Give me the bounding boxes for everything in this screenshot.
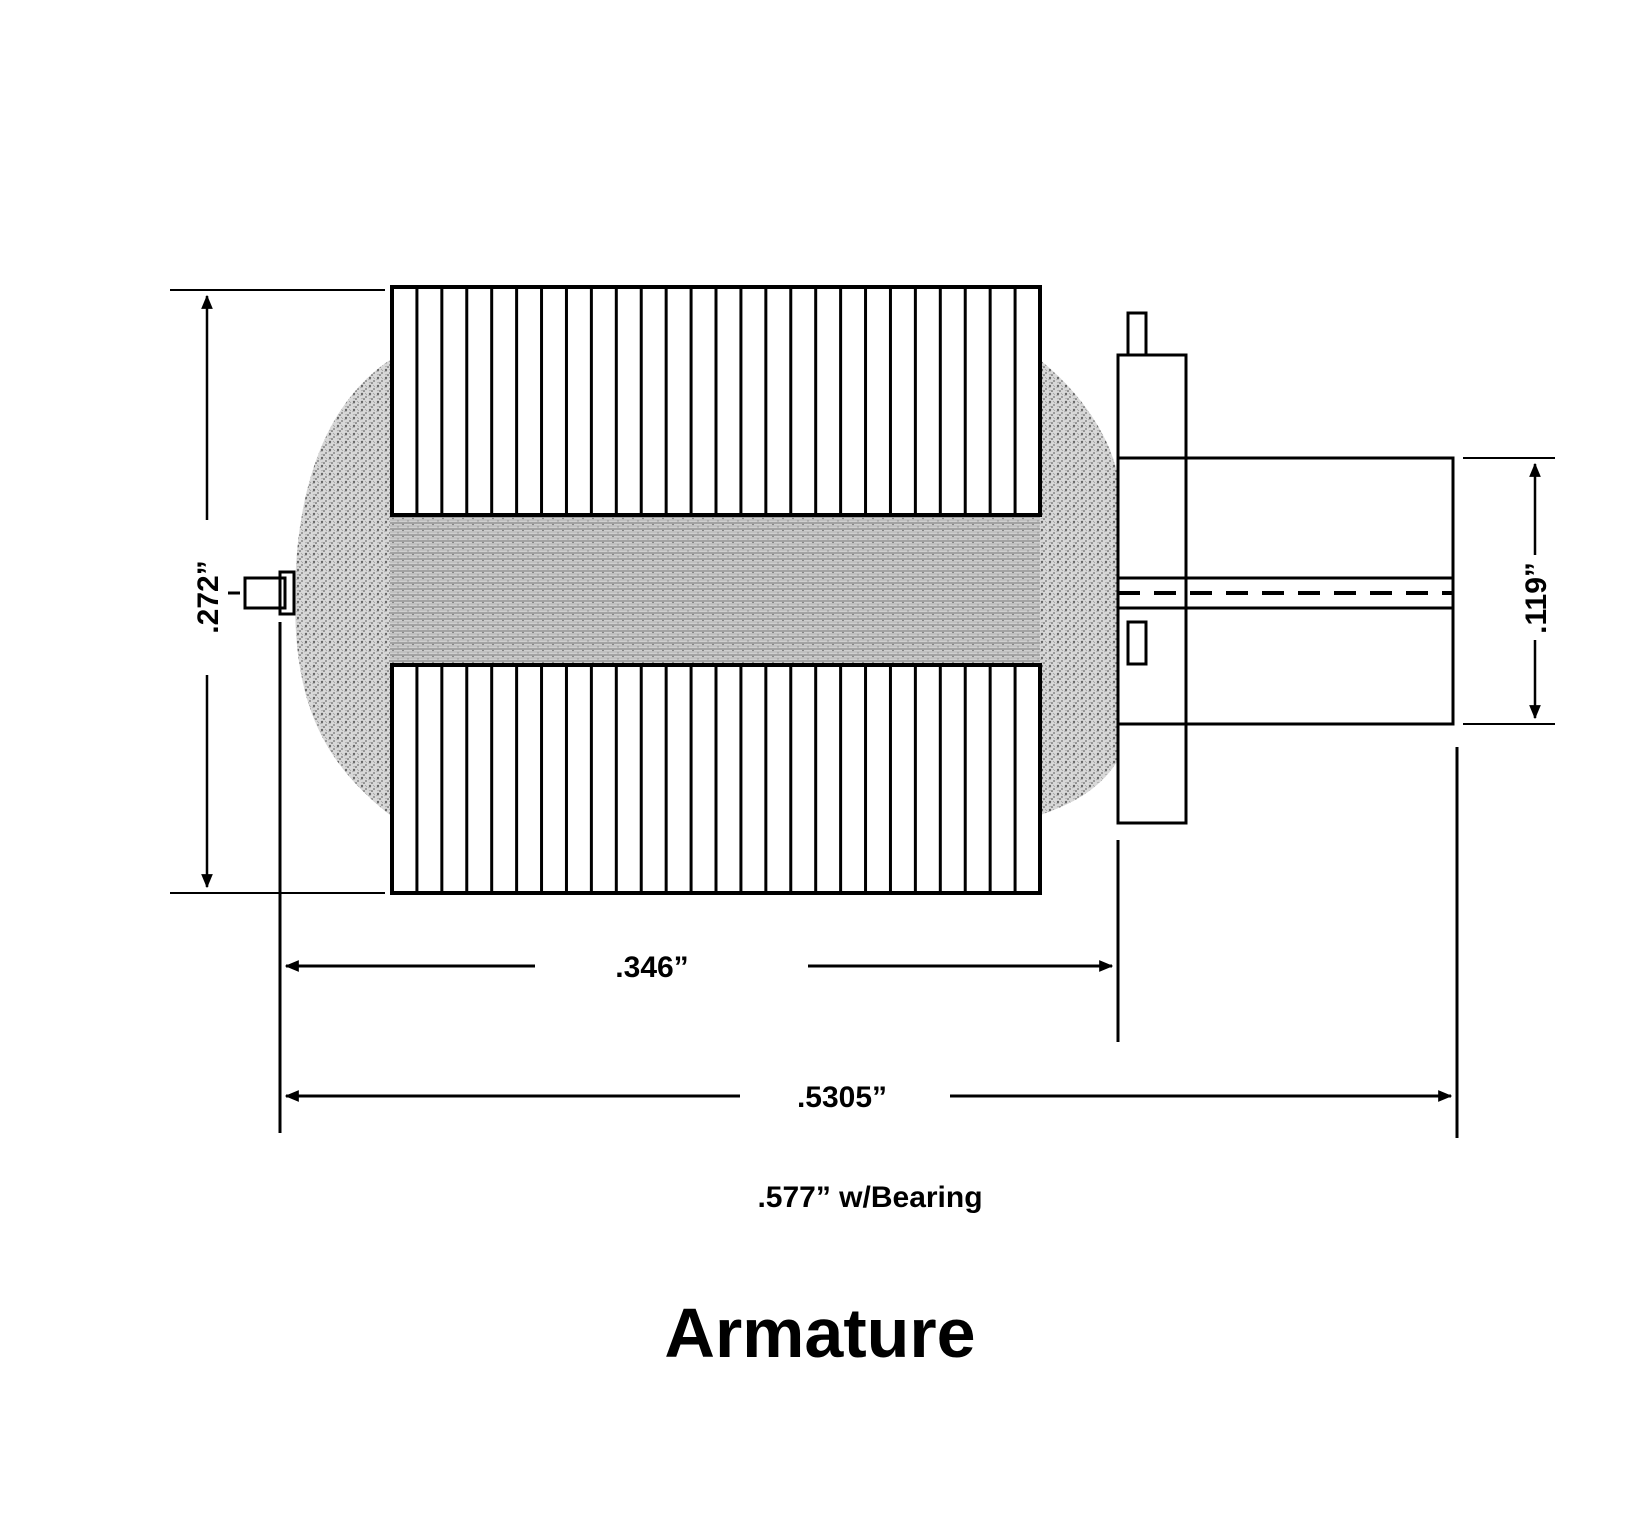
diagram-title: Armature	[664, 1294, 975, 1372]
height-dimension: .272”	[170, 289, 385, 894]
core-band	[390, 515, 1040, 665]
body-length-label: .346”	[615, 951, 688, 984]
lamination-stack-upper	[390, 285, 1042, 517]
shaft-diameter-label: .119”	[1520, 562, 1553, 634]
commutator	[1116, 311, 1188, 825]
overall-length-dimension: .5305”	[284, 1081, 1453, 1114]
body-length-dimension: .346”	[284, 951, 1114, 984]
winding-end-right	[1040, 360, 1118, 815]
lamination-stack-lower	[390, 663, 1042, 895]
winding-end-left	[295, 360, 390, 815]
shaft-stub-left	[228, 570, 296, 616]
shaft-diameter-dimension: .119”	[1463, 457, 1555, 725]
bearing-housing	[1116, 456, 1455, 726]
with-bearing-note: .577” w/Bearing	[757, 1181, 982, 1214]
height-label: .272”	[192, 560, 225, 633]
overall-length-label: .5305”	[797, 1081, 887, 1114]
